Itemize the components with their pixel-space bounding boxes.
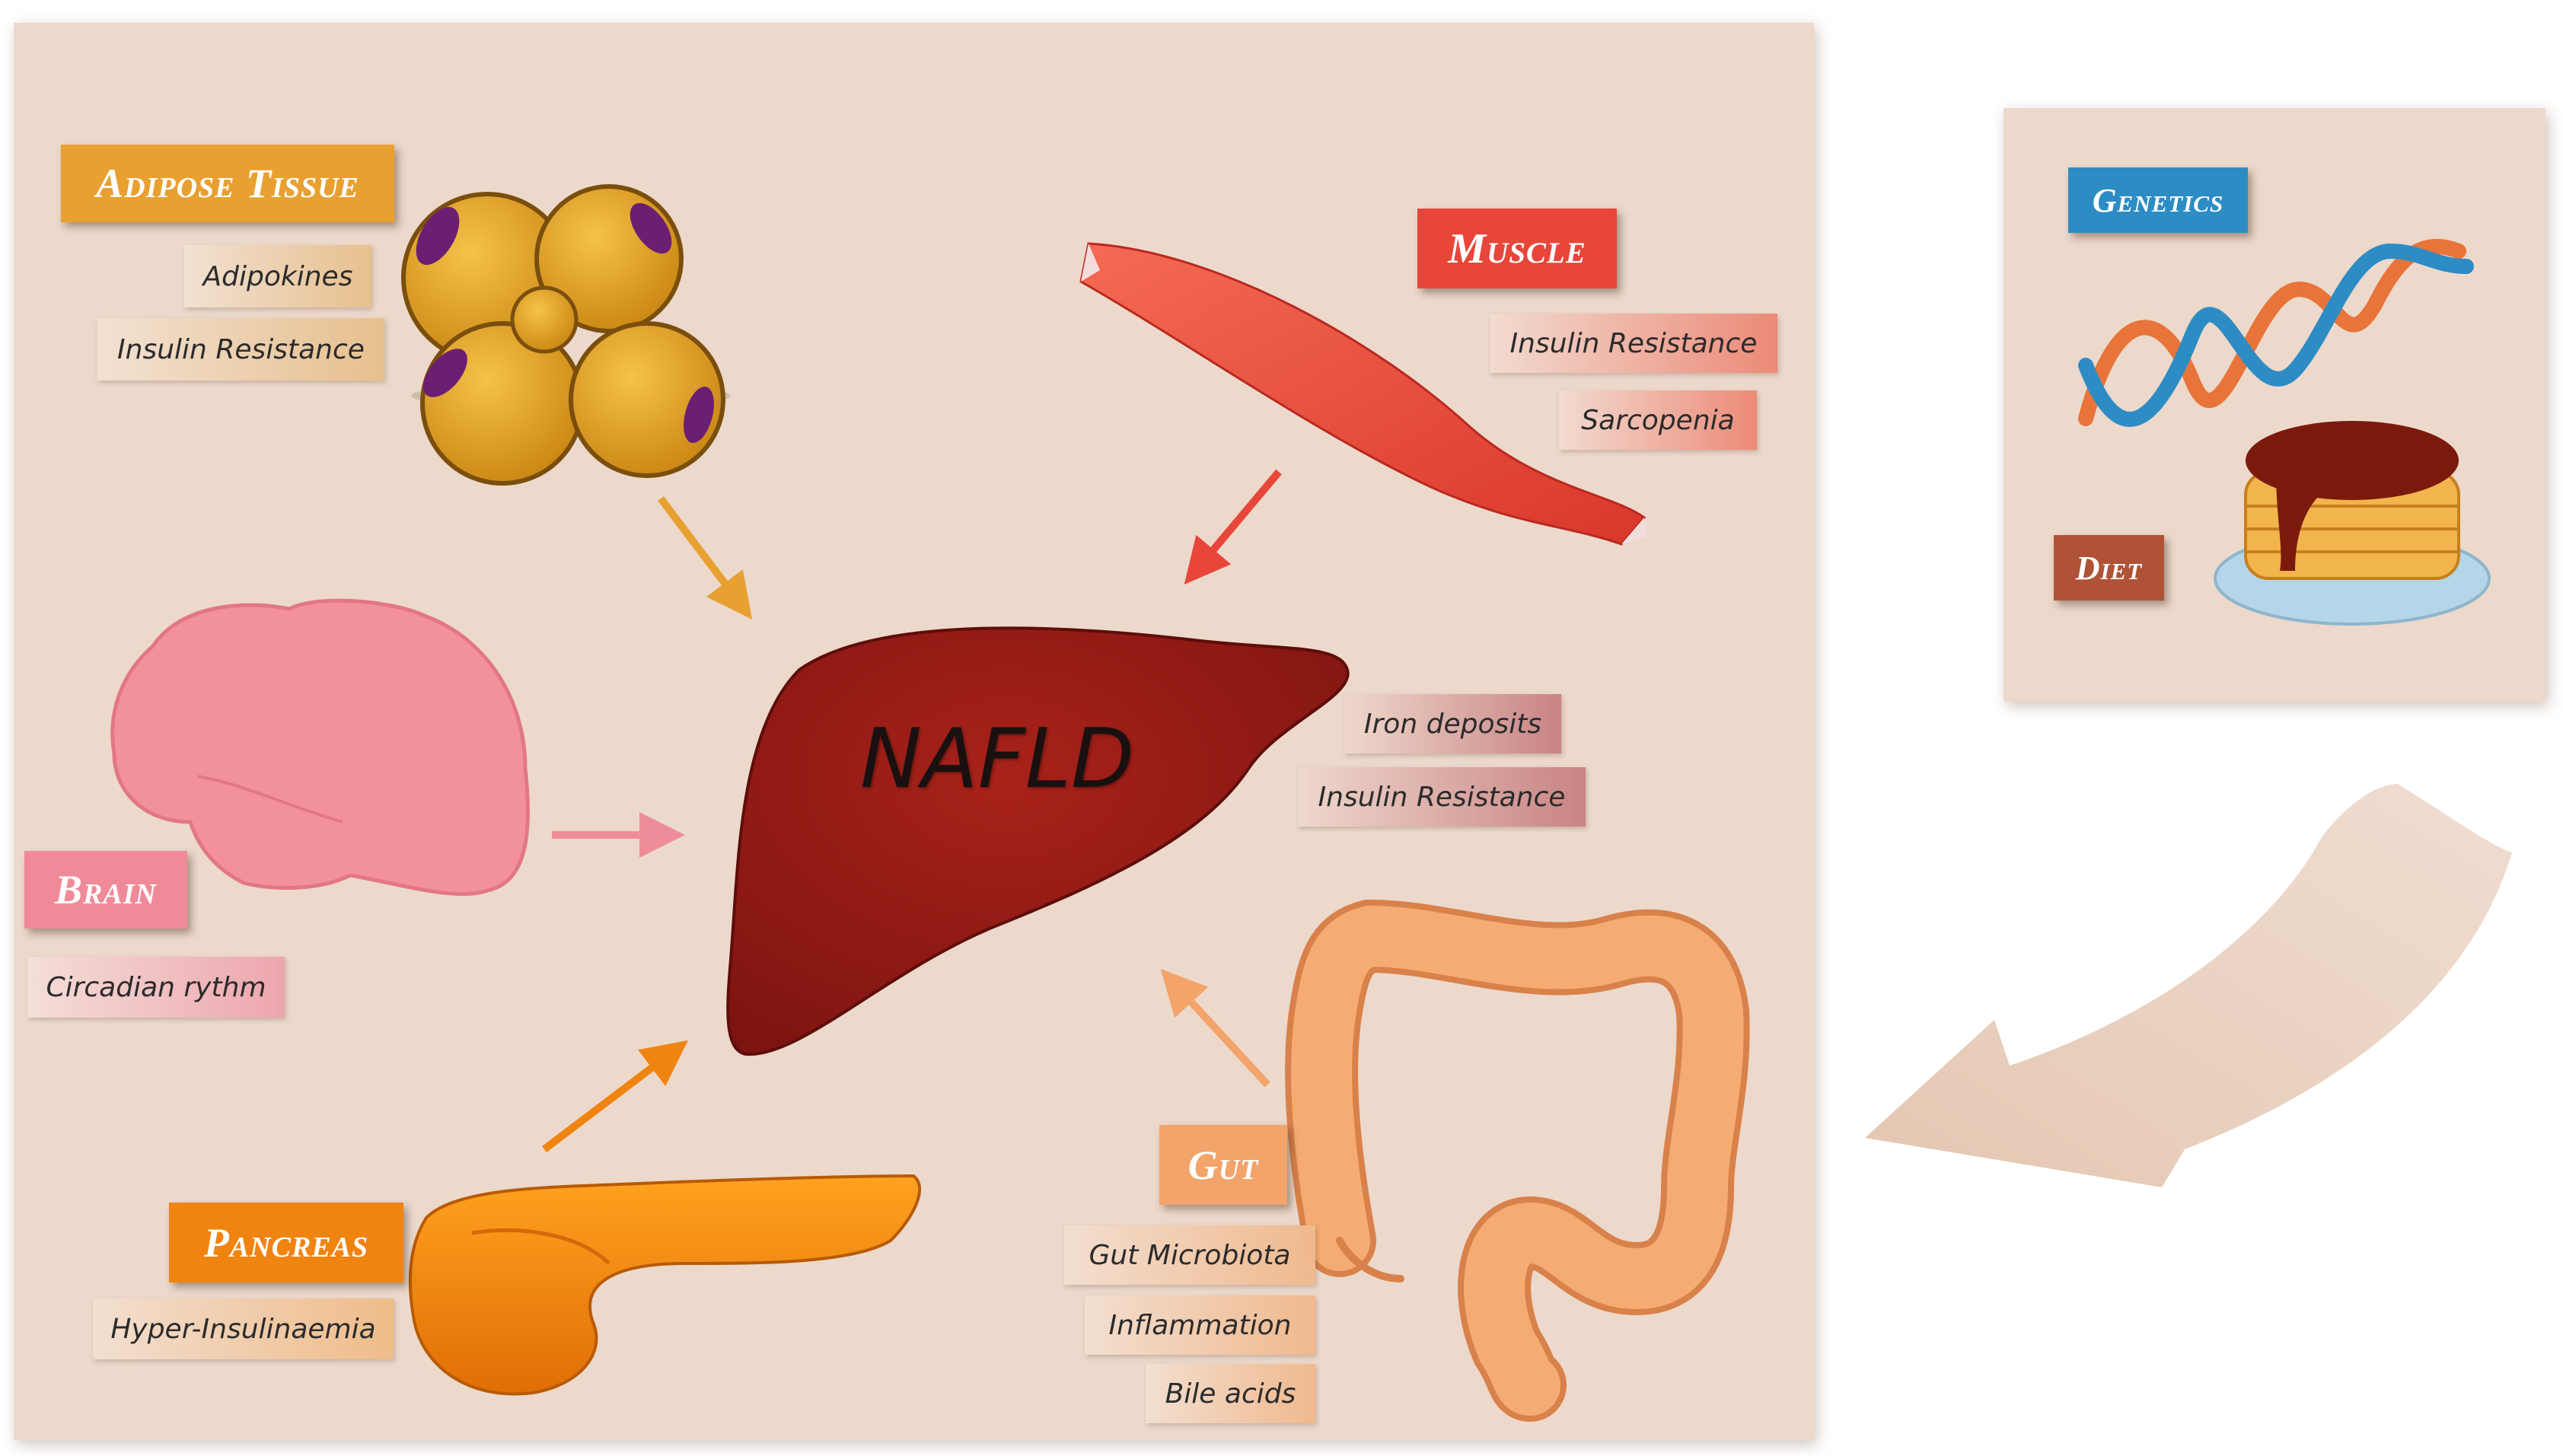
adipose-cells-icon [401, 184, 731, 486]
risk-factors-arrow [1865, 784, 2512, 1187]
gut-header: Gut [1159, 1125, 1287, 1205]
muscle-tag-insulin-resistance: Insulin Resistance [1490, 314, 1777, 373]
liver-tag-iron-deposits: Iron deposits [1344, 694, 1561, 753]
adipose-tag-insulin-resistance: Insulin Resistance [97, 318, 384, 381]
genetics-header: Genetics [2068, 167, 2248, 233]
muscle-arrow [1184, 469, 1282, 585]
adipose-tag-adipokines: Adipokines [184, 245, 371, 307]
brain-icon [110, 598, 530, 897]
adipose-arrow [658, 495, 753, 620]
gut-icon [1285, 899, 1750, 1422]
gut-tag-gut-microbiota: Gut Microbiota [1064, 1225, 1315, 1285]
pancakes-icon [2214, 421, 2491, 626]
gut-tag-inflammation: Inflammation [1085, 1295, 1315, 1355]
liver-icon [726, 626, 1350, 1056]
nafld-label: NAFLD [859, 712, 1135, 807]
gut-arrow [1160, 968, 1270, 1088]
muscle-tag-sarcopenia: Sarcopenia [1559, 390, 1757, 450]
pancreas-header: Pancreas [169, 1203, 403, 1282]
pancreas-icon [408, 1174, 922, 1396]
adipose-tissue-header: Adipose Tissue [61, 145, 394, 222]
brain-tag-circadian-rythm: Circadian rythm [27, 957, 285, 1018]
pancreas-tag-hyper-insulinaemia: Hyper-Insulinaemia [93, 1298, 394, 1359]
brain-header: Brain [24, 851, 187, 929]
muscle-header: Muscle [1417, 209, 1617, 288]
dna-icon [2078, 238, 2474, 427]
muscle-icon [1079, 242, 1648, 546]
pancreas-arrow [541, 1040, 688, 1152]
gut-tag-bile-acids: Bile acids [1146, 1364, 1315, 1423]
liver-tag-insulin-resistance: Insulin Resistance [1298, 767, 1586, 827]
diet-header: Diet [2054, 535, 2164, 601]
